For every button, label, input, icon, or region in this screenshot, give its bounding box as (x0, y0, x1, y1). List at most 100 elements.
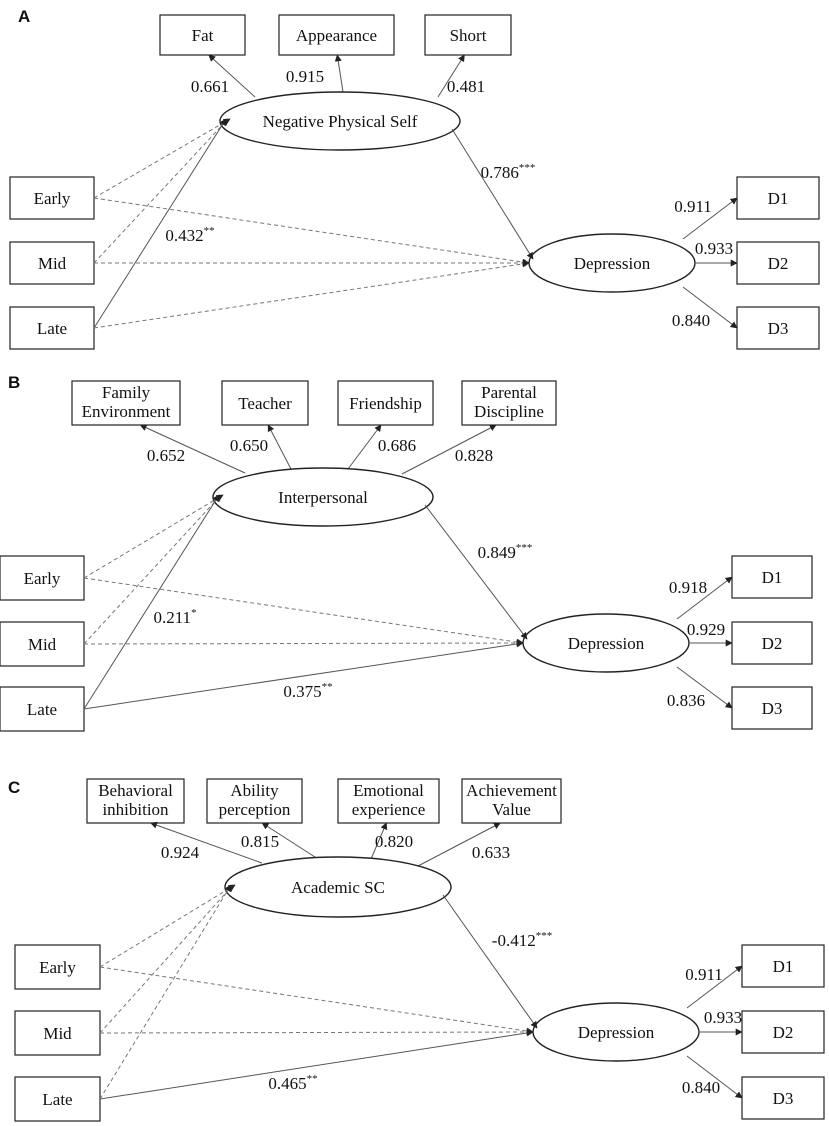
indicator-box: Short (424, 14, 512, 56)
outcome-arrow (686, 965, 743, 1009)
loading-arrow (334, 54, 344, 93)
latent-label: Negative Physical Self (263, 112, 418, 131)
outcome-label: D1 (762, 568, 783, 587)
indicator-rect (337, 778, 440, 824)
loading-value: 0.924 (161, 843, 200, 862)
path-stage-to-latent (99, 884, 234, 1034)
outcome-box-d3 (731, 686, 813, 730)
loading-value: 0.652 (147, 446, 185, 465)
outcome-arrow (686, 1055, 743, 1099)
stage-box-late (9, 306, 95, 350)
stage-box-early (0, 555, 85, 601)
path-stage-to-depression (93, 197, 530, 266)
indicator-label: Short (450, 26, 487, 45)
stage-label: Late (27, 700, 57, 719)
stage-label: Early (34, 189, 71, 208)
loading-value: 0.650 (230, 436, 268, 455)
panel-a: AFat0.661Appearance0.915Short0.481Negati… (9, 7, 820, 350)
loading-value: 0.686 (378, 436, 416, 455)
stage-label: Mid (38, 254, 67, 273)
indicator-label: Family (102, 383, 151, 402)
outcome-loading: 0.918 (669, 578, 707, 597)
outcome-label: D2 (762, 634, 783, 653)
path-stage-to-depression (99, 966, 534, 1035)
indicator-rect (159, 14, 246, 56)
indicator-label: Discipline (474, 402, 544, 421)
loading-arrow (417, 822, 501, 867)
outcome-box-d3 (736, 306, 820, 350)
indicator-label: Environment (82, 402, 171, 421)
latent-label: Academic SC (291, 878, 385, 897)
indicator-rect (461, 380, 557, 426)
loading-value: 0.815 (241, 832, 279, 851)
outcome-box-d2 (736, 241, 820, 285)
indicator-label: experience (352, 800, 426, 819)
outcome-label: D3 (762, 699, 783, 718)
indicator-label: Value (492, 800, 531, 819)
late-path-coefficient: 0.465** (268, 1073, 317, 1093)
outcome-box-d1 (731, 555, 813, 599)
indicator-rect (86, 778, 185, 824)
stage-label: Mid (28, 635, 57, 654)
loading-arrow (139, 424, 246, 474)
panel-label: B (8, 373, 20, 392)
stage-label: Late (37, 319, 67, 338)
path-stage-to-latent (83, 494, 224, 579)
outcome-label: D2 (768, 254, 789, 273)
indicator-label: Emotional (353, 781, 424, 800)
outcome-label: D1 (768, 189, 789, 208)
loading-value: 0.661 (191, 77, 229, 96)
indicator-rect (278, 14, 395, 56)
loading-arrow (261, 822, 319, 860)
path-stage-to-depression (83, 577, 524, 646)
loading-value: 0.820 (375, 832, 413, 851)
loading-arrow (150, 821, 263, 864)
indicator-rect (337, 380, 434, 426)
stage-label: Late (42, 1090, 72, 1109)
path-stage-to-depression (99, 1028, 534, 1036)
panel-label: C (8, 778, 20, 797)
outcome-loading: 0.929 (687, 620, 725, 639)
stage-box-mid (0, 621, 85, 667)
outcome-arrow (676, 666, 733, 709)
depression-label: Depression (578, 1023, 655, 1042)
path-stage-to-latent (83, 494, 222, 645)
loading-arrow (370, 822, 388, 860)
depression-label: Depression (574, 254, 651, 273)
indicator-box: Appearance (278, 14, 395, 56)
outcome-loading: 0.933 (695, 239, 733, 258)
path-stage-to-depression (83, 639, 524, 647)
outcome-arrow (676, 576, 733, 620)
outcome-loading: 0.840 (672, 311, 710, 330)
path-latent-to-depression (424, 504, 528, 640)
outcome-loading: 0.840 (682, 1078, 720, 1097)
outcome-box-d1 (741, 944, 825, 988)
outcome-loading: 0.836 (667, 691, 705, 710)
stage-path-coefficient: 0.432** (165, 225, 214, 245)
loading-arrow (267, 424, 292, 470)
late-path-coefficient: 0.375** (283, 681, 332, 701)
path-stage-to-depression (83, 640, 524, 710)
loading-value: 0.828 (455, 446, 493, 465)
outcome-loading: 0.911 (674, 197, 712, 216)
loading-value: 0.633 (472, 843, 510, 862)
loading-value: 0.915 (286, 67, 324, 86)
indicator-label: Achievement (466, 781, 557, 800)
outcome-label: D3 (768, 319, 789, 338)
indicator-box: Fat (159, 14, 246, 56)
outcome-arrow (682, 286, 738, 329)
stage-box-late (0, 686, 85, 732)
panel-label: A (18, 7, 30, 26)
stage-box-early (14, 944, 101, 990)
outcome-label: D3 (773, 1089, 794, 1108)
stage-label: Mid (43, 1024, 72, 1043)
path-stage-to-latent (99, 884, 236, 968)
path-stage-to-latent (93, 118, 229, 264)
